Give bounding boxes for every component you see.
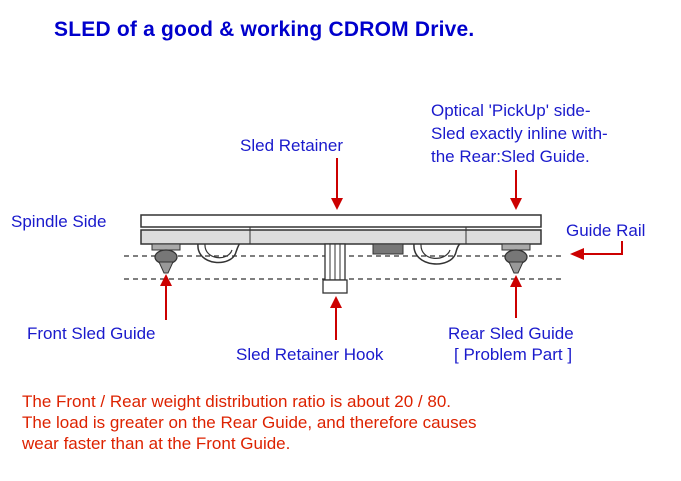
- label-optical-side-3: the Rear:Sled Guide.: [431, 147, 590, 166]
- label-sled-retainer-hook: Sled Retainer Hook: [236, 345, 384, 364]
- weight-distribution-note: The Front / Rear weight distribution rat…: [22, 391, 477, 454]
- label-optical-side-2: Sled exactly inline with-: [431, 124, 608, 143]
- note-line-1: The Front / Rear weight distribution rat…: [22, 392, 452, 411]
- rear-guide-mount: [501, 243, 531, 251]
- label-guide-rail: Guide Rail: [566, 221, 646, 240]
- note-line-2: The load is greater on the Rear Guide, a…: [22, 413, 477, 432]
- label-spindle-side: Spindle Side: [11, 212, 107, 231]
- arrow-optical-side: [510, 170, 522, 210]
- page-title: SLED of a good & working CDROM Drive.: [54, 18, 475, 41]
- spring-left-inner: [204, 243, 233, 259]
- label-sled-retainer: Sled Retainer: [240, 136, 344, 155]
- label-problem-part: [ Problem Part ]: [454, 345, 573, 364]
- spring-right: [413, 241, 467, 265]
- hook-foot: [322, 279, 348, 294]
- rear-guide-tip: [508, 261, 524, 274]
- arrow-sled-retainer: [331, 158, 343, 210]
- front-guide-tip: [158, 261, 174, 274]
- sled-body: [140, 229, 542, 245]
- label-optical-side-1: Optical 'PickUp' side-: [431, 101, 591, 120]
- arrow-rear-sled-guide: [510, 275, 522, 318]
- label-rear-sled-guide: Rear Sled Guide: [448, 324, 574, 343]
- sled-block: [372, 243, 404, 255]
- note-line-3: wear faster than at the Front Guide.: [22, 434, 291, 453]
- spring-right-inner: [420, 243, 451, 259]
- label-front-sled-guide: Front Sled Guide: [27, 324, 156, 343]
- arrow-guide-rail: [570, 241, 623, 260]
- front-guide-mount: [151, 243, 181, 251]
- arrow-front-sled-guide: [160, 274, 172, 320]
- sled-top-plate: [140, 214, 542, 228]
- arrow-sled-retainer-hook: [330, 296, 342, 340]
